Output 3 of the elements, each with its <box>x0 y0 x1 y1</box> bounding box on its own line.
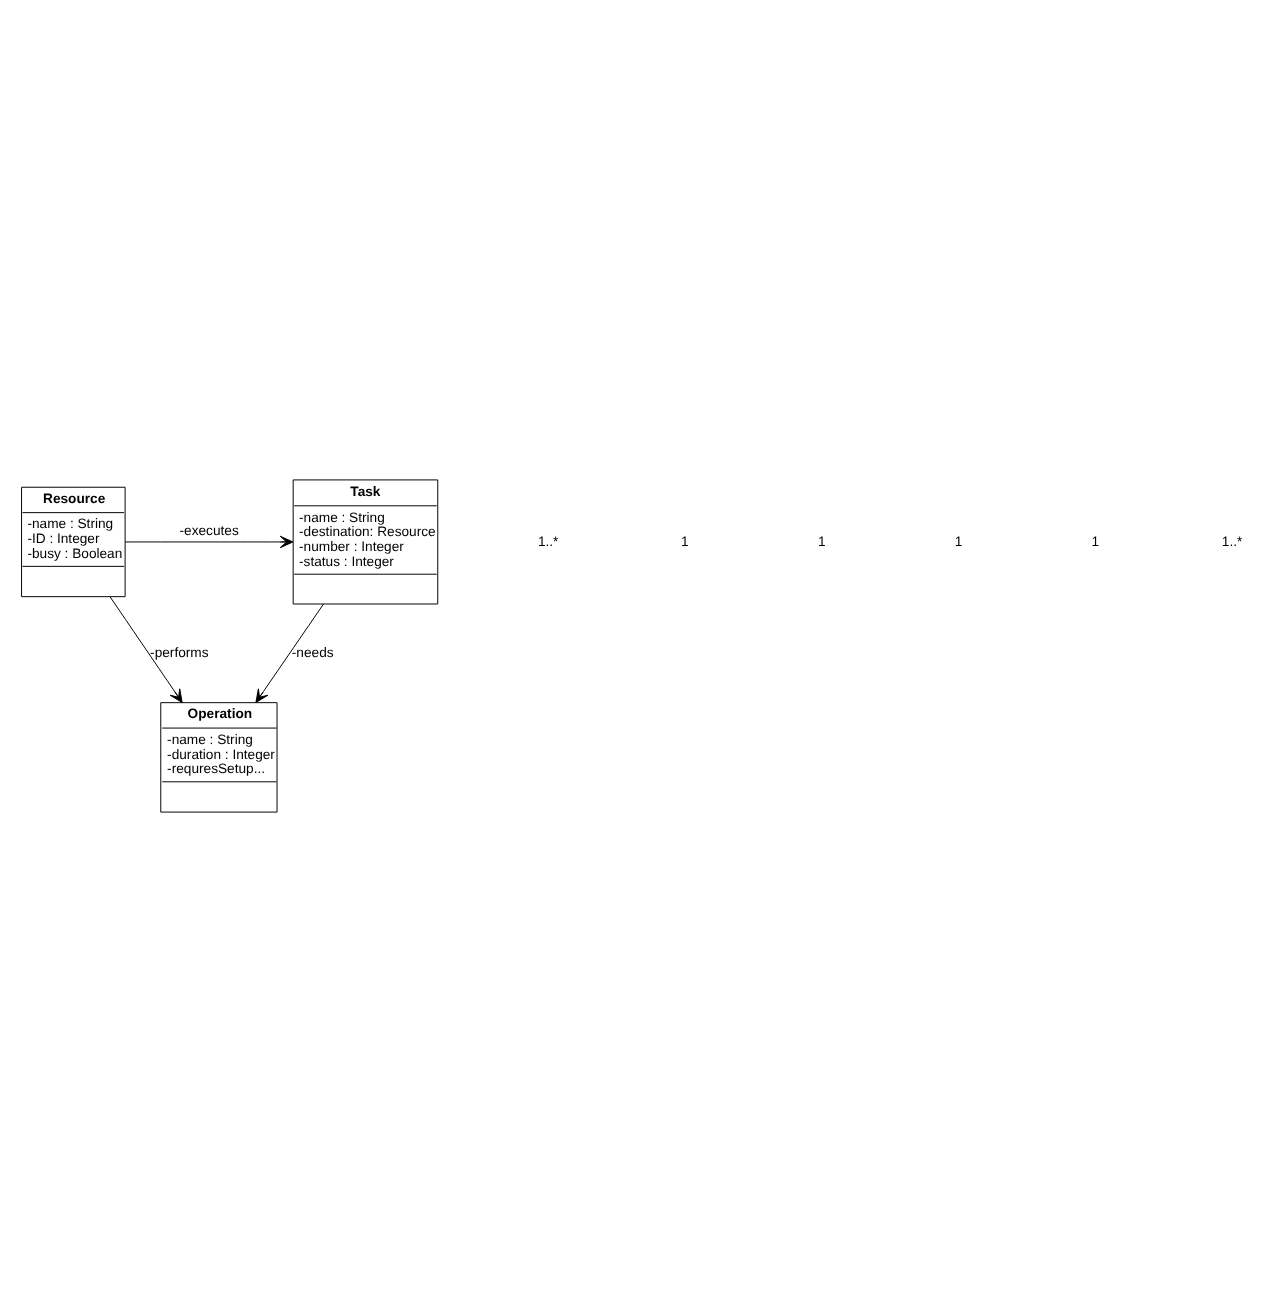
arrow <box>255 603 324 703</box>
arrow <box>124 535 294 549</box>
arrow <box>109 596 183 704</box>
